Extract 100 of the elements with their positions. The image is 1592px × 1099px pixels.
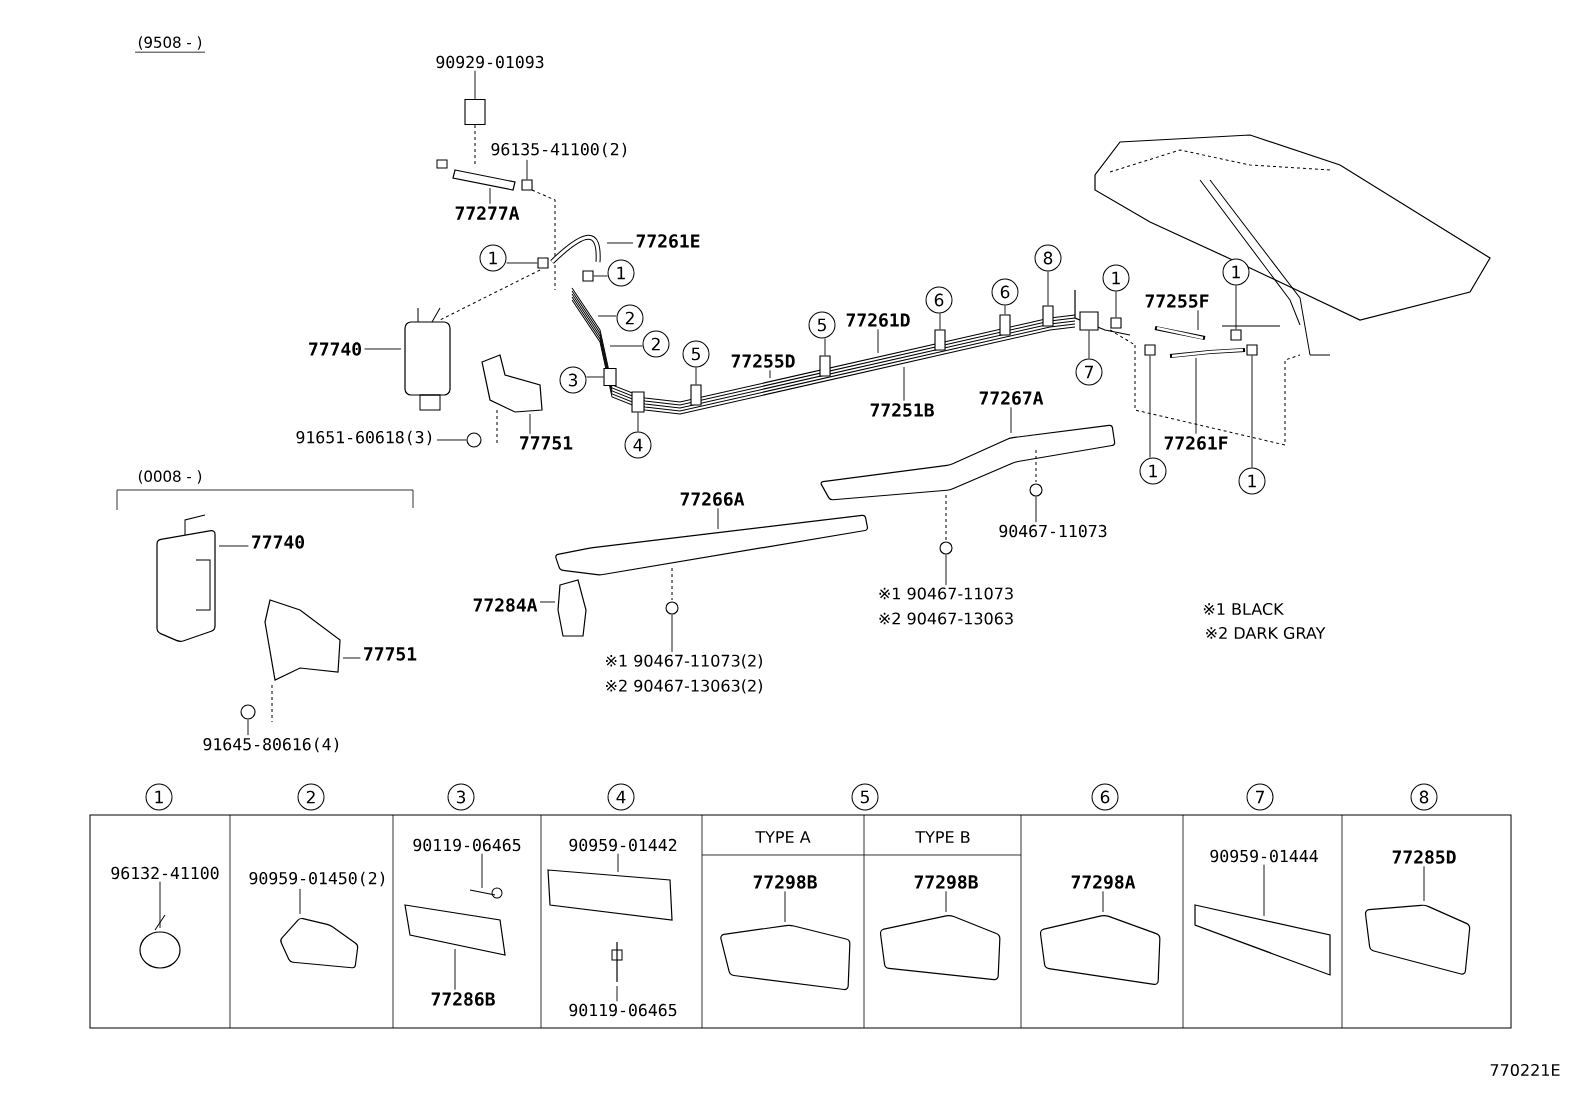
leader-line [586, 376, 604, 378]
callout-number: 1 [607, 259, 635, 287]
part-number: 77255F [1145, 294, 1209, 308]
leader-line [1197, 309, 1199, 331]
part-number: 77261E [636, 234, 700, 248]
note: 770221E [1490, 1063, 1560, 1077]
part-number: 90119-06465 [413, 838, 521, 852]
date-range-label: (9508 - ) [134, 36, 206, 53]
part-number: 77286B [431, 992, 495, 1006]
callout-number: 4 [607, 783, 635, 811]
leader-line [1004, 305, 1006, 315]
leader-line [945, 890, 947, 913]
part-number: 77277A [455, 206, 520, 220]
part-number: 77261F [1164, 436, 1228, 450]
part-number: 77298B [753, 875, 817, 889]
note: ※2 DARK GRAY [1206, 626, 1326, 640]
callout-number: 7 [1075, 358, 1103, 386]
leader-line [824, 338, 826, 356]
leader-line [526, 159, 528, 180]
leader-line [1047, 271, 1049, 306]
part-number: 90929-01093 [436, 55, 544, 69]
callout-number: 2 [616, 304, 644, 332]
leader-line [1235, 285, 1237, 330]
leader-line [474, 70, 476, 100]
leader-line [945, 554, 947, 586]
leader-line [671, 614, 673, 653]
part-number: 90119-06465 [569, 1003, 677, 1017]
leader-line [159, 881, 161, 929]
part-number: 91645-80616(4) [203, 737, 339, 753]
leader-line [436, 439, 467, 441]
clip [582, 270, 594, 282]
part-number: ※1 90467-11073(2) ※2 90467-13063(2) [606, 654, 763, 694]
note: TYPE A [755, 831, 811, 843]
date-range-label: (0008 - ) [138, 470, 202, 484]
leader-line [1102, 890, 1104, 913]
leader-line [616, 985, 618, 1002]
part-number: 90467-11073 [999, 524, 1107, 538]
clip [1230, 329, 1242, 341]
leader-line [247, 719, 249, 736]
bolt-head [1029, 483, 1043, 497]
leader-line [218, 545, 249, 547]
bolt-head [240, 704, 256, 720]
part-number: 96132-41100 [111, 866, 219, 880]
clip [521, 179, 533, 191]
callout-number: 5 [851, 783, 879, 811]
bolt-head [939, 541, 953, 555]
part-number: 77251B [870, 403, 934, 417]
leader-line [1251, 355, 1253, 468]
callout-number: 1 [1238, 467, 1266, 495]
leader-line [1035, 496, 1037, 523]
leader-line [617, 853, 619, 873]
leader-line [1010, 406, 1012, 434]
leader-line [1195, 357, 1197, 435]
clip [1144, 344, 1156, 356]
part-number: 77285D [1392, 850, 1456, 864]
part-number: 77267A [979, 391, 1044, 405]
callout-number: 6 [991, 278, 1019, 306]
leader-line [769, 369, 771, 379]
part-number: 77740 [252, 535, 304, 549]
clip [464, 98, 486, 126]
leader-line [597, 315, 617, 317]
leader-line [1088, 330, 1090, 359]
part-number: 77266A [680, 492, 745, 506]
clip [537, 257, 549, 269]
leader-line [454, 948, 456, 991]
leader-line [1423, 865, 1425, 902]
leader-line [364, 348, 402, 350]
bolt-head [665, 601, 679, 615]
leader-line [877, 328, 879, 354]
clip [1079, 311, 1099, 331]
part-number: 91651-60618(3) [296, 430, 432, 446]
callout-number: 8 [1034, 244, 1062, 272]
leader-line [1149, 355, 1151, 458]
bolt-head [466, 432, 482, 448]
callout-number: 1 [1222, 258, 1250, 286]
leader-line [299, 888, 301, 915]
part-number: 77751 [364, 647, 417, 661]
clip [1042, 305, 1054, 327]
leader-line [717, 507, 719, 530]
callout-number: 2 [642, 330, 670, 358]
callout-number: 1 [479, 244, 507, 272]
callout-number: 3 [447, 783, 475, 811]
leader-line [342, 657, 361, 659]
part-number: ※1 90467-11073 ※2 90467-13063 [879, 587, 1013, 625]
part-number: 90959-01450(2) [249, 871, 385, 887]
part-number: 77751 [520, 436, 573, 450]
part-number: 77261D [846, 313, 910, 327]
callout-number: 8 [1410, 783, 1438, 811]
note: TYPE B [915, 831, 970, 843]
leader-line [1263, 864, 1265, 917]
callout-number: 6 [925, 286, 953, 314]
leader-line [506, 262, 538, 264]
part-number: 90959-01444 [1210, 849, 1318, 863]
callout-number: 1 [145, 783, 173, 811]
note: ※1 BLACK [1203, 602, 1284, 616]
leader-line [1115, 291, 1117, 318]
part-number: 77255D [731, 354, 795, 368]
leader-line [695, 367, 697, 385]
part-number: 77298A [1071, 875, 1136, 889]
leader-line [539, 601, 556, 603]
